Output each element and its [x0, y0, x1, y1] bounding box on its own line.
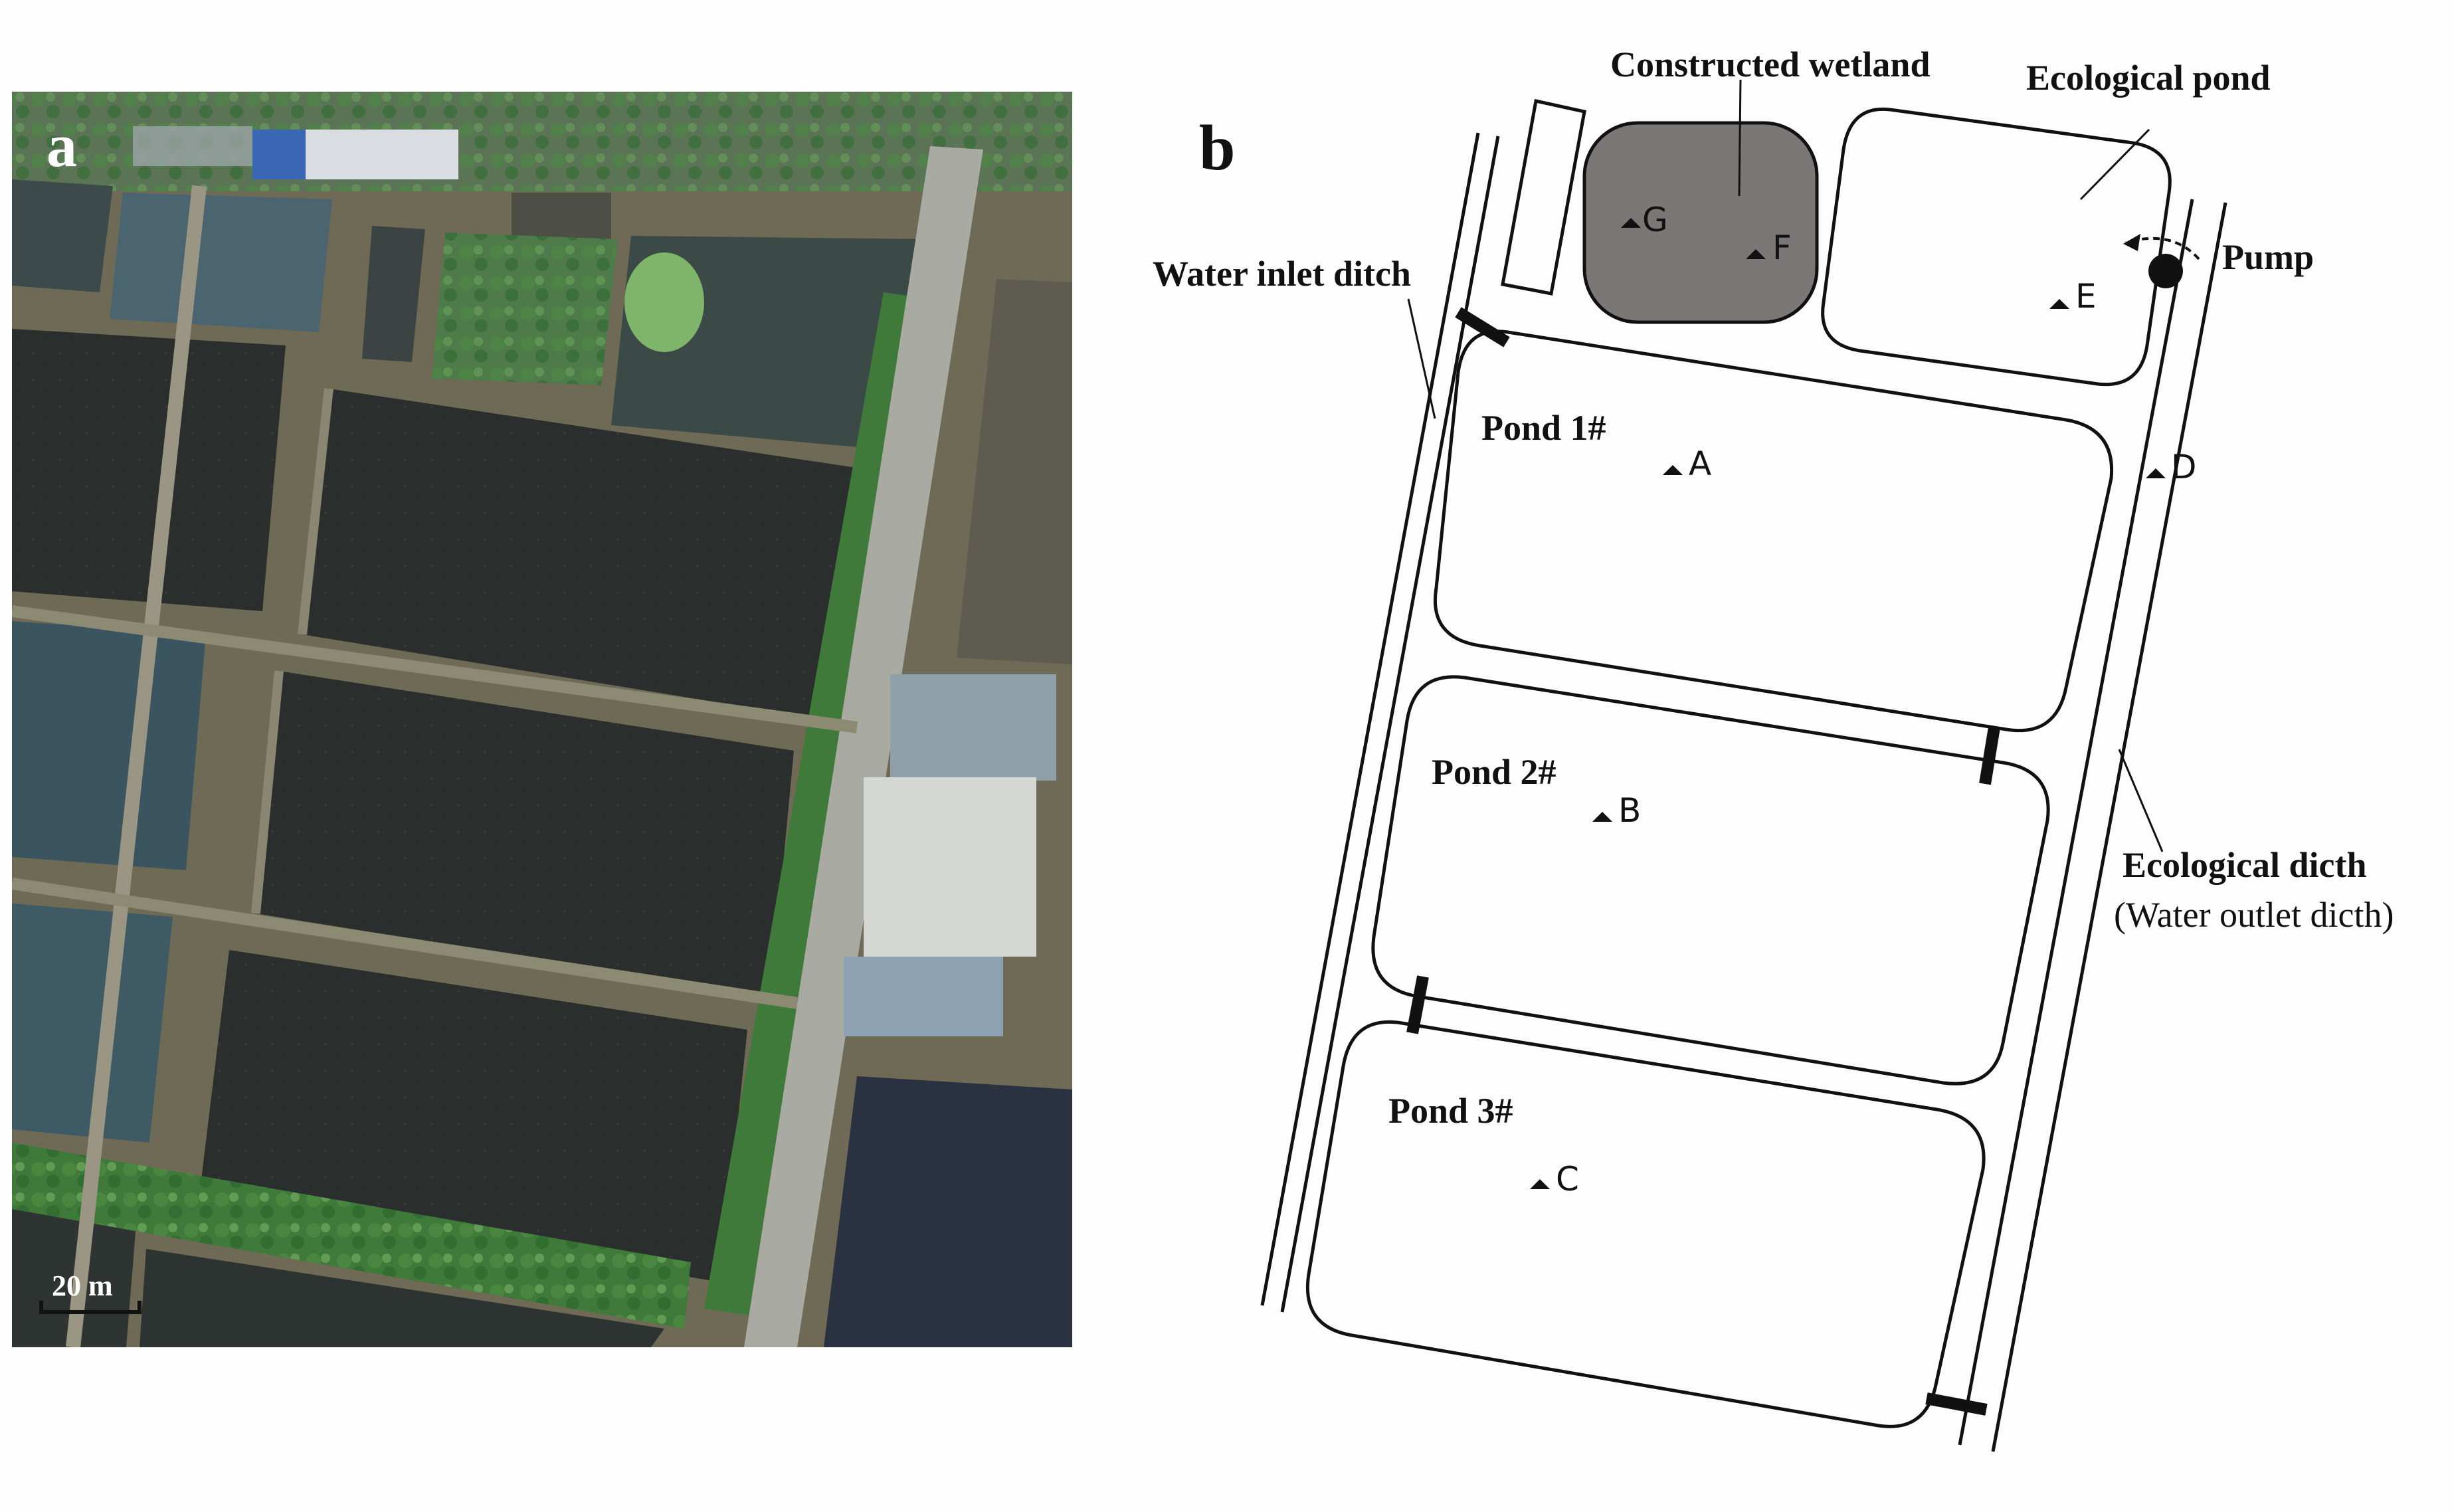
building-right [890, 674, 1056, 781]
leader-ecological-ditch [2118, 749, 2164, 852]
sluice-gate-outlet [1925, 1392, 1988, 1416]
road-photo [744, 146, 983, 1347]
ecological-pond [1821, 107, 2172, 387]
satellite-photo: a 20 m [12, 92, 1072, 1347]
scale-bar: 20 m [39, 1270, 142, 1314]
leader-constructed-wetland [1738, 79, 1742, 197]
scale-bar-label: 20 m [52, 1270, 113, 1302]
pond-3 [1305, 1020, 1986, 1428]
site-triangle-E [2049, 299, 2069, 309]
site-triangle-F [1746, 249, 1766, 259]
scale-bar-line [39, 1301, 142, 1314]
sluice-gate-pond1-pond2 [1979, 726, 2000, 785]
label-pond-3: Pond 3# [1388, 1091, 1513, 1131]
sluice-gate-inlet [1455, 307, 1510, 347]
schematic-diagram: b [1199, 79, 2227, 1452]
small-building-outline [1501, 99, 1586, 296]
site-triangle-B [1592, 812, 1612, 822]
panel-a-label: a [47, 112, 77, 179]
pond-1-photo [302, 389, 860, 721]
pump-arrowhead [2123, 234, 2140, 251]
site-triangle-G [1621, 218, 1641, 228]
site-triangle-D [2146, 468, 2166, 478]
site-label-A: A [1689, 444, 1711, 483]
site-label-G: G [1642, 201, 1668, 239]
label-water-outlet-ditch: (Water outlet dicth) [2114, 895, 2394, 935]
site-triangle-A [1663, 465, 1683, 475]
ecological-ditch-line-right [1991, 202, 2227, 1452]
leader-water-inlet-ditch [1407, 298, 1436, 419]
ecological-ditch-line-left [1958, 199, 2194, 1446]
pond-2-photo [256, 671, 794, 996]
pond-photo [12, 903, 173, 1143]
pond-photo [12, 329, 286, 611]
pump-icon [2148, 254, 2183, 288]
pond-photo [957, 279, 1072, 664]
label-water-inlet-ditch: Water inlet ditch [1153, 254, 1411, 294]
label-pond-1: Pond 1# [1481, 408, 1606, 448]
yard-right [864, 777, 1036, 957]
site-label-B: B [1618, 791, 1641, 830]
pond-2 [1371, 675, 2050, 1086]
water-inlet-ditch-line-left [1260, 132, 1480, 1306]
pond-photo [110, 193, 332, 332]
pond-3-photo [199, 950, 747, 1282]
sluice-gate-pond2-pond3 [1406, 975, 1429, 1034]
site-label-D: D [2171, 448, 2197, 486]
building-right-lower [844, 957, 1003, 1036]
site-label-E: E [2075, 277, 2097, 316]
panel-b-label: b [1199, 112, 1236, 184]
label-pump: Pump [2222, 237, 2314, 277]
label-pond-2: Pond 2# [1432, 752, 1557, 792]
road-left-photo [66, 185, 207, 1347]
water-inlet-ditch-line-right [1280, 136, 1500, 1313]
pond-photo [12, 179, 113, 292]
schematic-labels: Constructed wetland Ecological pond Pump… [1153, 45, 2394, 1198]
pond-photo [824, 1076, 1072, 1347]
site-label-F: F [1772, 229, 1792, 267]
pond-photo [12, 621, 206, 870]
constructed-wetland [1582, 121, 1819, 324]
label-ecological-pond: Ecological pond [2026, 58, 2271, 98]
pond-photo [362, 226, 425, 362]
site-triangle-C [1530, 1179, 1550, 1189]
leader-ecological-pond [2079, 128, 2150, 201]
label-ecological-ditch: Ecological dicth [2123, 845, 2366, 885]
site-label-C: C [1556, 1160, 1579, 1198]
pond-island [624, 252, 704, 352]
pond-1 [1434, 330, 2114, 733]
label-constructed-wetland: Constructed wetland [1610, 45, 1931, 84]
